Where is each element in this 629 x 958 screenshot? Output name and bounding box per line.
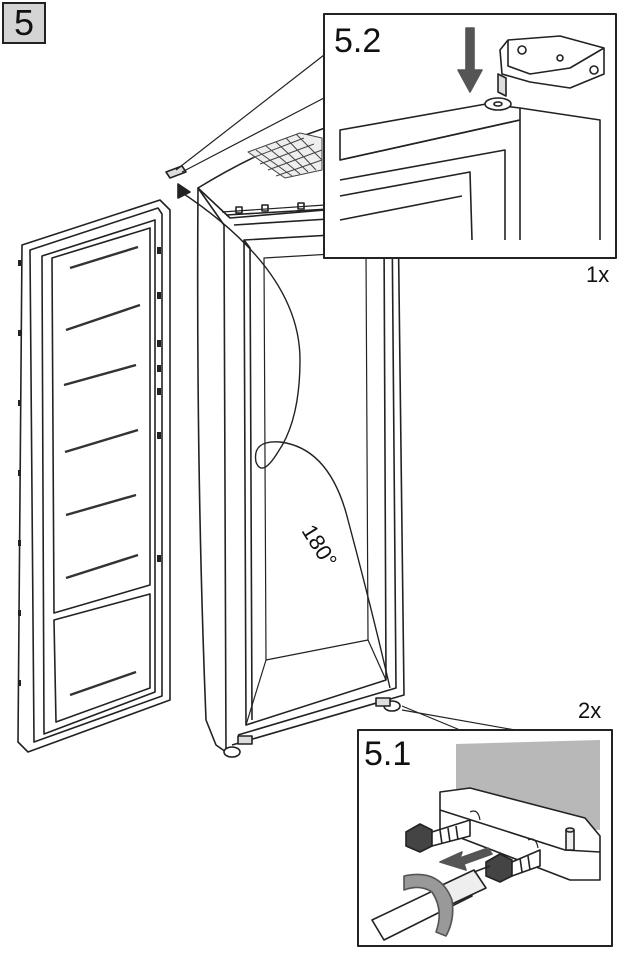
- step-number-badge: 5: [2, 2, 46, 44]
- screw-upper: [405, 819, 471, 853]
- upper-detail-quantity: 1x: [586, 262, 610, 287]
- rotate-arrow: [403, 873, 454, 937]
- lower-detail-label: 5.1: [364, 735, 412, 773]
- leader-line-lower-1: [401, 705, 461, 731]
- screw-lower: [485, 849, 541, 883]
- rotation-arrowhead: [177, 183, 191, 199]
- vent-grille: [247, 132, 323, 179]
- detail-box-lower: [357, 729, 613, 947]
- leader-line-upper-1: [175, 54, 325, 171]
- hinge-small: [165, 165, 187, 179]
- door: [17, 199, 171, 753]
- rotation-path: [177, 189, 391, 689]
- leader-line-upper-2: [181, 97, 325, 173]
- door-shelves: [63, 245, 141, 697]
- down-arrow: [457, 27, 483, 93]
- upper-detail-label: 5.2: [334, 22, 382, 60]
- lower-detail-quantity: 2x: [578, 698, 602, 723]
- detail-box-upper: [323, 13, 617, 259]
- leader-line-lower-2: [401, 709, 516, 731]
- direction-arrow: [439, 847, 493, 871]
- door-clips: [18, 247, 161, 686]
